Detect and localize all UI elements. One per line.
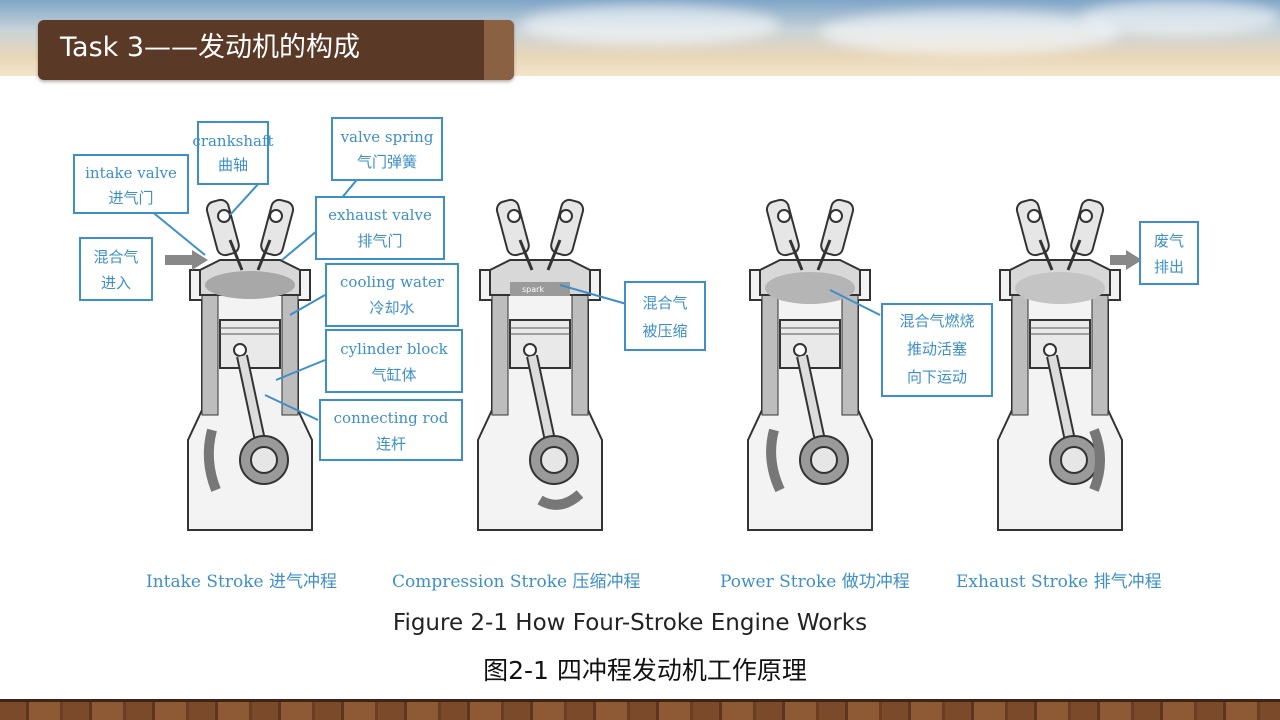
callout-intake-valve: intake valve 进气门 — [73, 154, 189, 214]
stroke-label-compression: Compression Stroke 压缩冲程 — [392, 572, 641, 592]
four-stroke-diagram: spark crankshaft 曲轴 valve spring 气门弹簧 — [73, 117, 1199, 550]
stroke-label-intake: Intake Stroke 进气冲程 — [146, 572, 338, 592]
svg-text:冷却水: 冷却水 — [369, 299, 414, 317]
svg-text:曲轴: 曲轴 — [218, 156, 248, 174]
svg-text:被压缩: 被压缩 — [642, 322, 687, 340]
svg-text:crankshaft: crankshaft — [192, 132, 273, 150]
callout-crankshaft: crankshaft 曲轴 — [192, 121, 274, 185]
svg-text:气门弹簧: 气门弹簧 — [357, 153, 417, 171]
svg-text:混合气燃烧: 混合气燃烧 — [899, 312, 974, 330]
svg-text:排气门: 排气门 — [357, 232, 402, 250]
svg-text:exhaust valve: exhaust valve — [328, 206, 432, 224]
svg-text:connecting rod: connecting rod — [334, 409, 449, 427]
stroke-label-exhaust: Exhaust Stroke 排气冲程 — [956, 572, 1162, 592]
engine-compression: spark — [478, 198, 602, 530]
svg-text:向下运动: 向下运动 — [907, 368, 967, 386]
figure-caption-english: Figure 2-1 How Four-Stroke Engine Works — [392, 610, 868, 636]
svg-text:进入: 进入 — [101, 274, 131, 292]
svg-text:intake valve: intake valve — [85, 164, 177, 182]
svg-text:spark: spark — [522, 285, 544, 294]
svg-text:进气门: 进气门 — [108, 189, 153, 207]
floor-edge — [0, 699, 1280, 702]
wood-floor-decoration — [0, 702, 1280, 720]
stroke-label-power: Power Stroke 做功冲程 — [720, 572, 910, 592]
svg-text:连杆: 连杆 — [376, 435, 406, 453]
svg-text:推动活塞: 推动活塞 — [907, 340, 967, 358]
svg-text:cylinder block: cylinder block — [340, 340, 448, 358]
page-title: Task 3——发动机的构成 — [60, 32, 361, 63]
engine-power — [748, 198, 872, 530]
engine-intake — [188, 198, 312, 530]
figure-caption-chinese: 图2-1 四冲程发动机工作原理 — [483, 656, 807, 685]
callout-compressed: 混合气 被压缩 — [624, 281, 706, 351]
svg-text:混合气: 混合气 — [93, 248, 138, 266]
title-bar — [38, 20, 514, 80]
callout-exhaust-out: 废气 排出 — [1139, 221, 1199, 285]
callout-cylinder-block: cylinder block 气缸体 — [325, 329, 463, 393]
svg-text:排出: 排出 — [1154, 258, 1184, 276]
svg-text:气缸体: 气缸体 — [371, 366, 416, 384]
callout-valve-spring: valve spring 气门弹簧 — [331, 117, 443, 181]
svg-text:废气: 废气 — [1154, 232, 1184, 250]
callout-cooling-water: cooling water 冷却水 — [325, 263, 459, 327]
engine-exhaust — [998, 198, 1122, 530]
svg-text:混合气: 混合气 — [642, 294, 687, 312]
callout-combustion: 混合气燃烧 推动活塞 向下运动 — [881, 303, 993, 397]
svg-text:valve spring: valve spring — [340, 128, 434, 146]
callout-connecting-rod: connecting rod 连杆 — [319, 399, 463, 461]
callout-exhaust-valve: exhaust valve 排气门 — [315, 196, 445, 260]
svg-text:cooling water: cooling water — [340, 273, 445, 291]
callout-mixture-in: 混合气 进入 — [79, 237, 153, 301]
